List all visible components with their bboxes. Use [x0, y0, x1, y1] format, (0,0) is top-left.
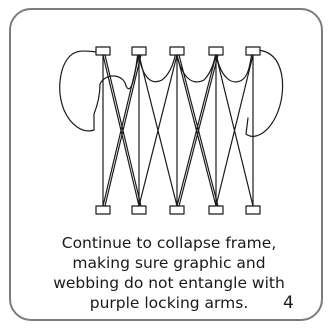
- instruction-line-4: purple locking arms.: [89, 294, 249, 312]
- step-number: 4: [283, 293, 294, 313]
- bottom-connector-5: [245, 205, 261, 215]
- collapsing-frame-illustration: [59, 46, 284, 215]
- scissor-arms: [102, 54, 254, 207]
- top-connector-4: [208, 46, 224, 56]
- top-connector-2: [131, 46, 147, 56]
- instruction-line-1: Continue to collapse frame,: [61, 234, 277, 252]
- bottom-connector-4: [208, 205, 224, 215]
- bottom-connector-2: [131, 205, 147, 215]
- bottom-connector-1: [95, 205, 111, 215]
- instruction-text: Continue to collapse frame, making sure …: [24, 233, 314, 313]
- top-connector-1: [95, 46, 111, 56]
- top-connector-3: [169, 46, 185, 56]
- instruction-line-3: webbing do not entangle with: [53, 274, 285, 292]
- instruction-line-2: making sure graphic and: [72, 254, 266, 272]
- fabric-graphic: [59, 49, 284, 137]
- top-connector-5: [245, 46, 261, 56]
- bottom-connector-3: [169, 205, 185, 215]
